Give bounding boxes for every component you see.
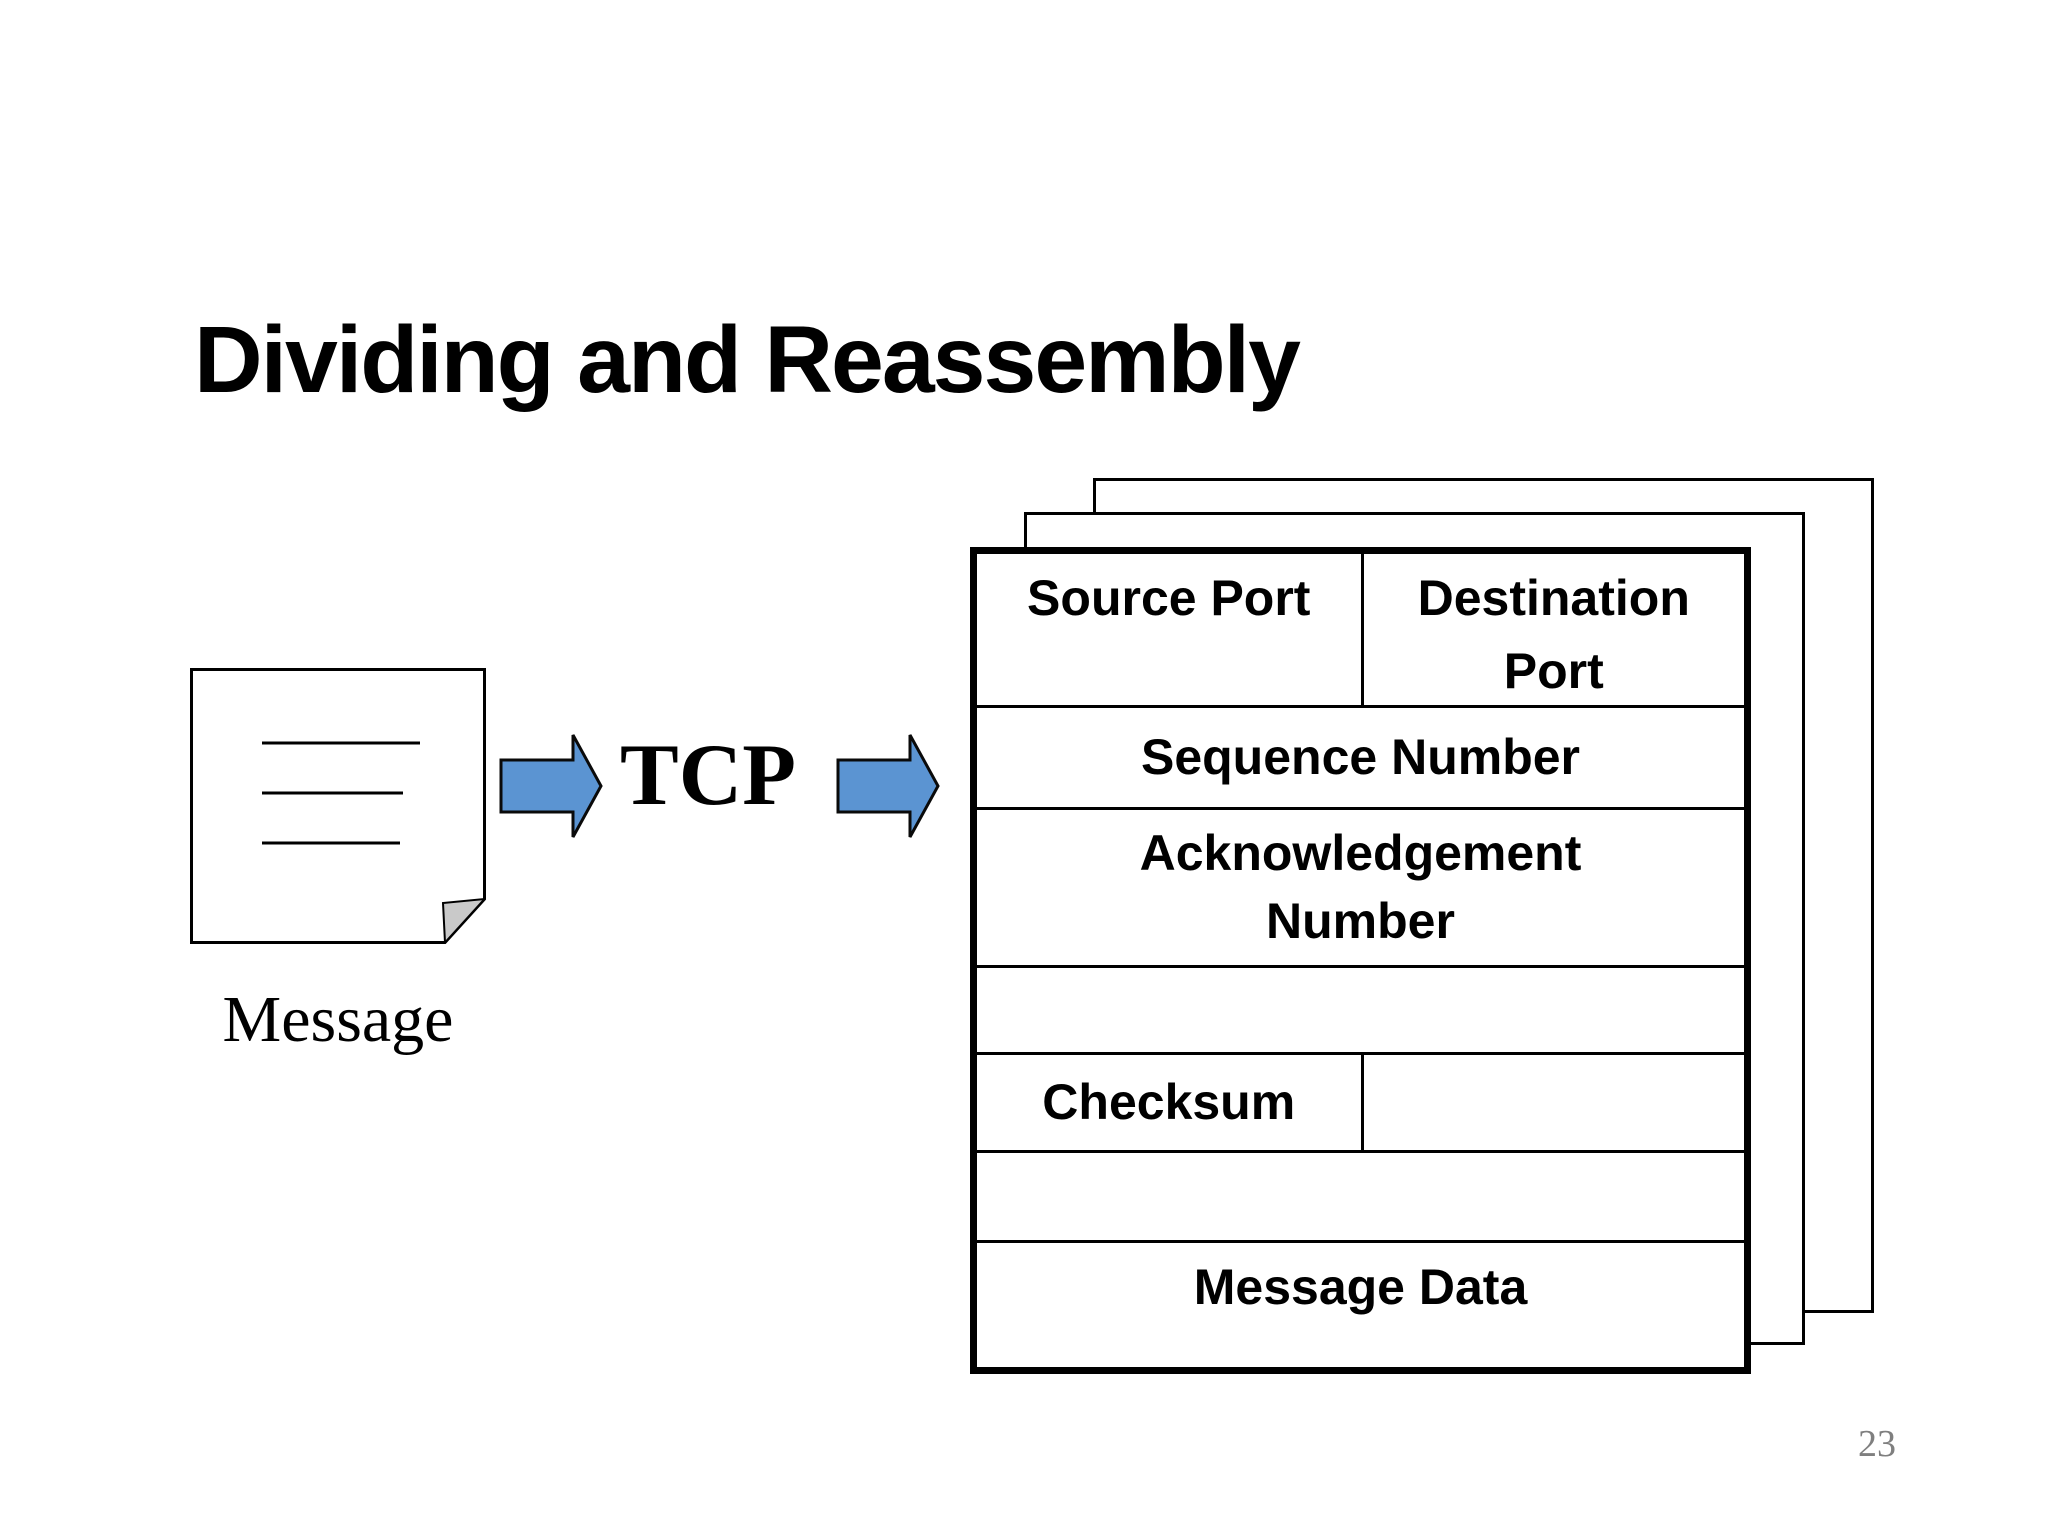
right-arrow-icon [499, 734, 603, 838]
tcp-packet-table: Source Port Destination Port Sequence Nu… [970, 547, 1751, 1374]
sequence-number-label: Sequence Number [1140, 729, 1580, 786]
message-label: Message [222, 983, 454, 1056]
folded-corner-icon [441, 897, 486, 944]
destination-port-label: Destination Port [1417, 570, 1690, 699]
cell-empty-row [977, 965, 1744, 1052]
cell-checksum-empty [1360, 1052, 1744, 1150]
cell-checksum: Checksum [977, 1052, 1361, 1150]
message-data-label: Message Data [1193, 1259, 1528, 1315]
cell-source-port: Source Port [977, 554, 1361, 705]
cell-message-data: Message Data [977, 1240, 1744, 1367]
checksum-label: Checksum [1042, 1074, 1296, 1131]
page-title: Dividing and Reassembly [194, 307, 1301, 413]
tcp-label: TCP [620, 727, 796, 824]
cell-empty-row [977, 1150, 1744, 1240]
right-arrow-icon [836, 734, 940, 838]
document-icon [190, 668, 486, 944]
slide-page-number: 23 [1858, 1423, 1896, 1465]
cell-acknowledgement-number: Acknowledgement Number [977, 807, 1744, 965]
cell-destination-port: Destination Port [1360, 554, 1745, 705]
cell-sequence-number: Sequence Number [977, 705, 1744, 807]
source-port-label: Source Port [1027, 570, 1311, 626]
acknowledgement-number-label: Acknowledgement Number [1139, 825, 1582, 949]
